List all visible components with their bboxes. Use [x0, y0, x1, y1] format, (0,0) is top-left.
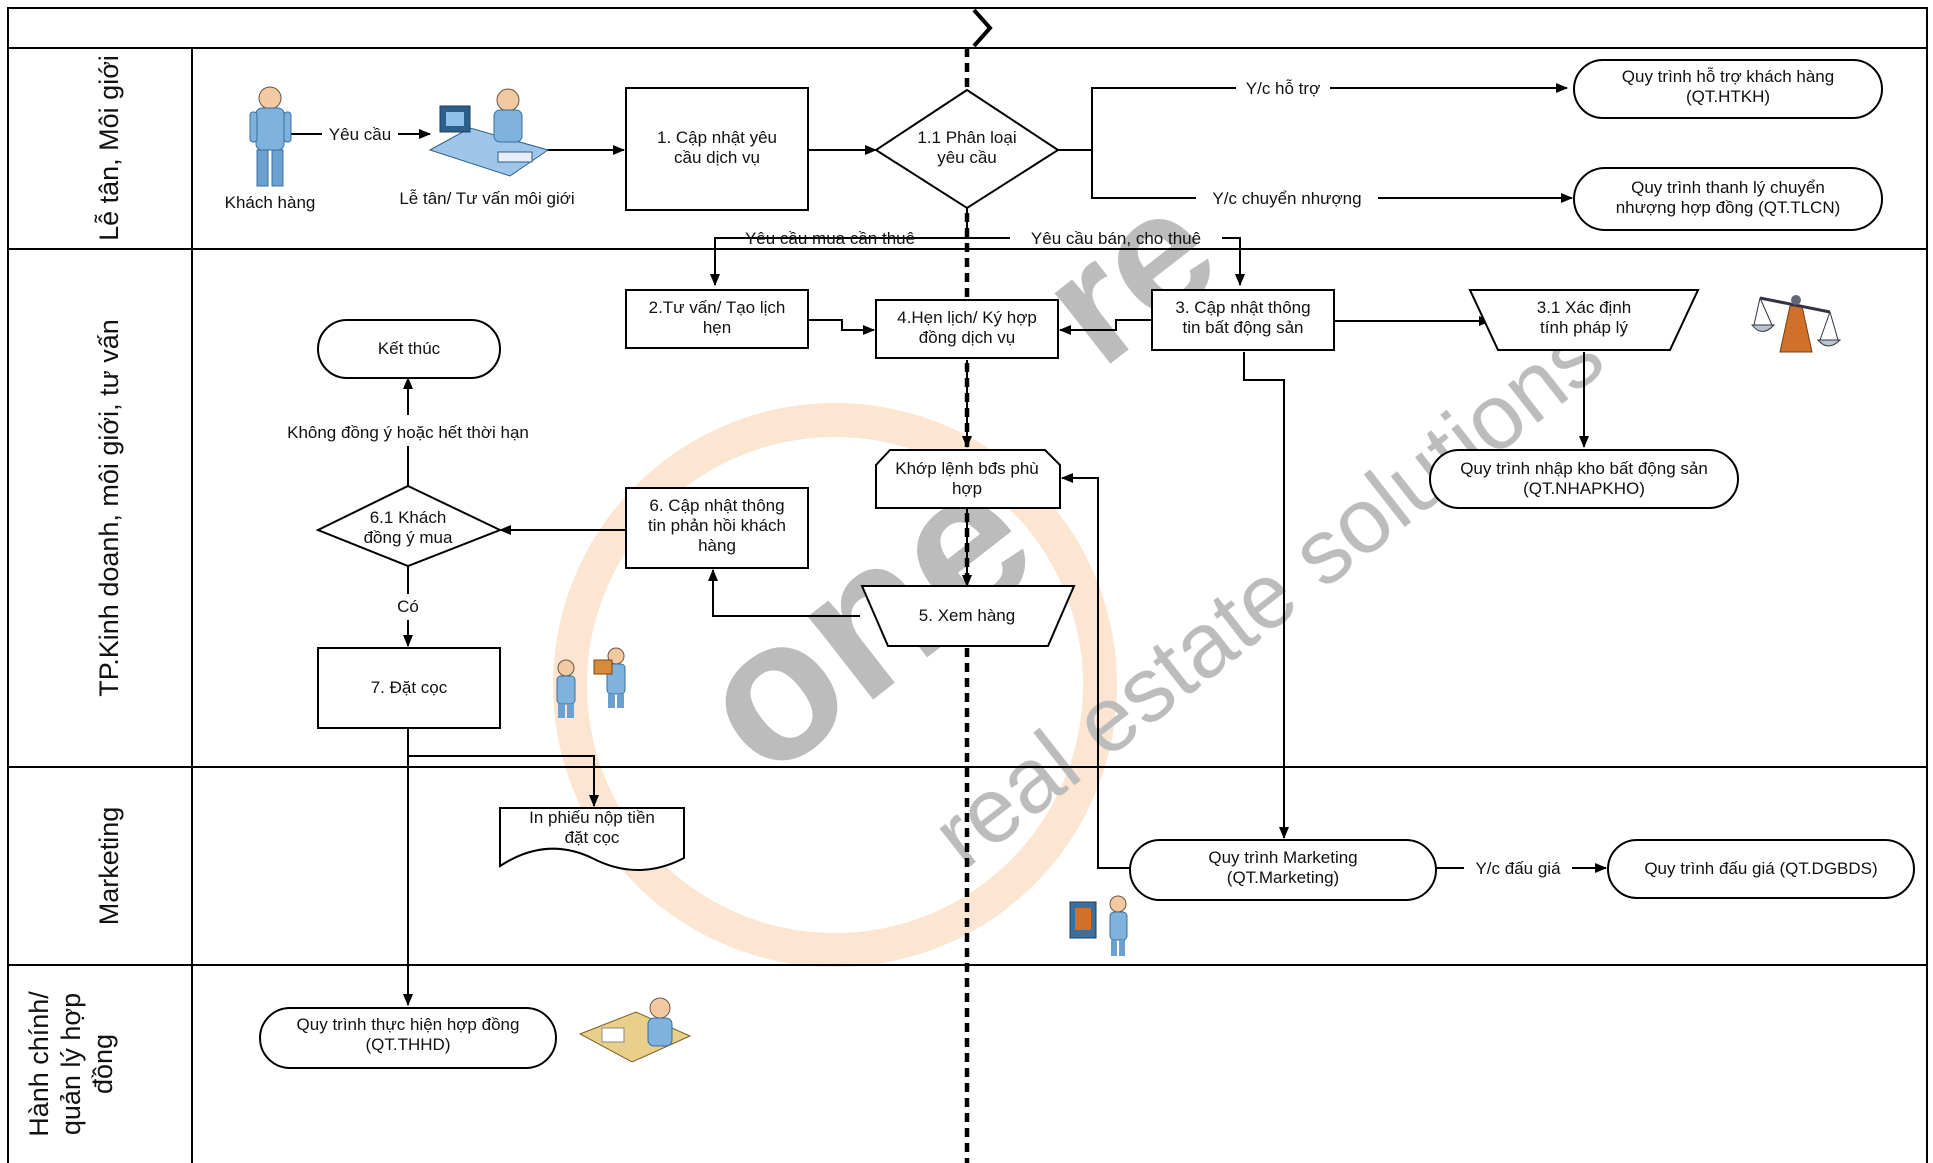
node-step1-shape [625, 87, 809, 211]
lane-label-reception: Lễ tân, Môi giới [93, 55, 124, 241]
node-step6-shape [625, 487, 809, 569]
svg-text:Hành chính/quản lý hợpđồng: Hành chính/quản lý hợpđồng [24, 991, 118, 1137]
edge-step2-step4 [808, 319, 875, 335]
node-end-shape [317, 319, 501, 379]
svg-text:TP.Kinh doanh, môi giới, tư vấ: TP.Kinh doanh, môi giới, tư vấn [94, 319, 124, 697]
clerk-desk-icon [578, 997, 692, 1063]
lane-label-admin: Hành chính/quản lý hợpđồng [24, 991, 118, 1137]
edge-label-yes: Có [397, 597, 419, 616]
lane-label-marketing: Marketing [94, 807, 124, 926]
node-qt-dgbds-shape [1607, 839, 1915, 899]
scales-icon [1750, 295, 1842, 353]
node-step7-shape [317, 647, 501, 729]
node-print-shape [499, 807, 685, 871]
node-step6_1-shape [315, 484, 503, 568]
node-step2-shape [625, 289, 809, 349]
node-step3-shape [1151, 289, 1335, 351]
node-customer-label: Khách hàng [225, 193, 316, 212]
edge-sell-lease [1222, 237, 1245, 286]
node-qt-tlcn-shape [1573, 167, 1883, 231]
node-qt-nhapkho-label: Quy trình nhập kho bất động sản(QT.NHAPK… [1460, 459, 1708, 498]
phase-chevron [972, 8, 993, 48]
edge-support-a [1058, 87, 1236, 151]
lane-label-sales: TP.Kinh doanh, môi giới, tư vấn [94, 319, 124, 697]
node-qt-thhd-shape [259, 1007, 557, 1069]
customer-person-icon [249, 86, 292, 187]
edge-step7-print [408, 755, 599, 807]
edge-label-request: Yêu cầu [329, 125, 391, 144]
node-qt-htkh-label: Quy trình hỗ trợ khách hàng(QT.HTKH) [1622, 67, 1834, 106]
edge-label-support: Y/c hỗ trợ [1246, 79, 1320, 98]
edge-step3-step4 [1059, 319, 1152, 335]
node-step1_1-shape [874, 88, 1060, 210]
edge-label-auction: Y/c đấu giá [1475, 859, 1561, 878]
node-qt-htkh-shape [1573, 59, 1883, 119]
node-step4-shape [875, 299, 1059, 359]
node-match-shape [875, 449, 1061, 509]
node-step7-label: 7. Đặt cọc [371, 678, 448, 697]
node-end-label: Kết thúc [378, 339, 441, 358]
edge-step3-marketing [1243, 352, 1289, 839]
node-qt-marketing-shape [1129, 839, 1437, 901]
edges [290, 83, 1607, 1006]
node-qt-nhapkho-shape [1429, 449, 1739, 509]
presenter-board-icon [1069, 895, 1128, 956]
edge-label-transfer: Y/c chuyển nhượng [1212, 189, 1361, 208]
edge-marketing-match [1061, 473, 1130, 869]
svg-text:Lễ tân, Môi giới: Lễ tân, Môi giới [93, 55, 124, 241]
receptionist-desk-icon [428, 88, 550, 177]
edge-step5-step6 [708, 569, 860, 617]
edge-buy-rent [710, 237, 932, 286]
node-qt-dgbds-label: Quy trình đấu giá (QT.DGBDS) [1644, 859, 1877, 878]
svg-text:Marketing: Marketing [94, 807, 124, 926]
node-step5-label: 5. Xem hàng [919, 606, 1015, 625]
node-step5-shape [860, 585, 1076, 647]
node-receptionist-label: Lễ tân/ Tư vấn môi giới [399, 189, 574, 208]
edge-label-buy-rent: Yêu cầu mua cần thuê [745, 229, 915, 248]
edge-transfer-a [1091, 150, 1196, 199]
edge-label-sell-lease: Yêu cầu bán, cho thuê [1031, 229, 1201, 248]
handover-people-icon [556, 647, 626, 718]
node-qt-thhd-label: Quy trình thực hiện hợp đồng(QT.THHD) [297, 1015, 520, 1054]
edge-label-not-agree: Không đồng ý hoặc hết thời hạn [287, 423, 529, 442]
node-step3_1-shape [1468, 289, 1700, 351]
node-qt-marketing-label: Quy trình Marketing(QT.Marketing) [1208, 848, 1357, 887]
